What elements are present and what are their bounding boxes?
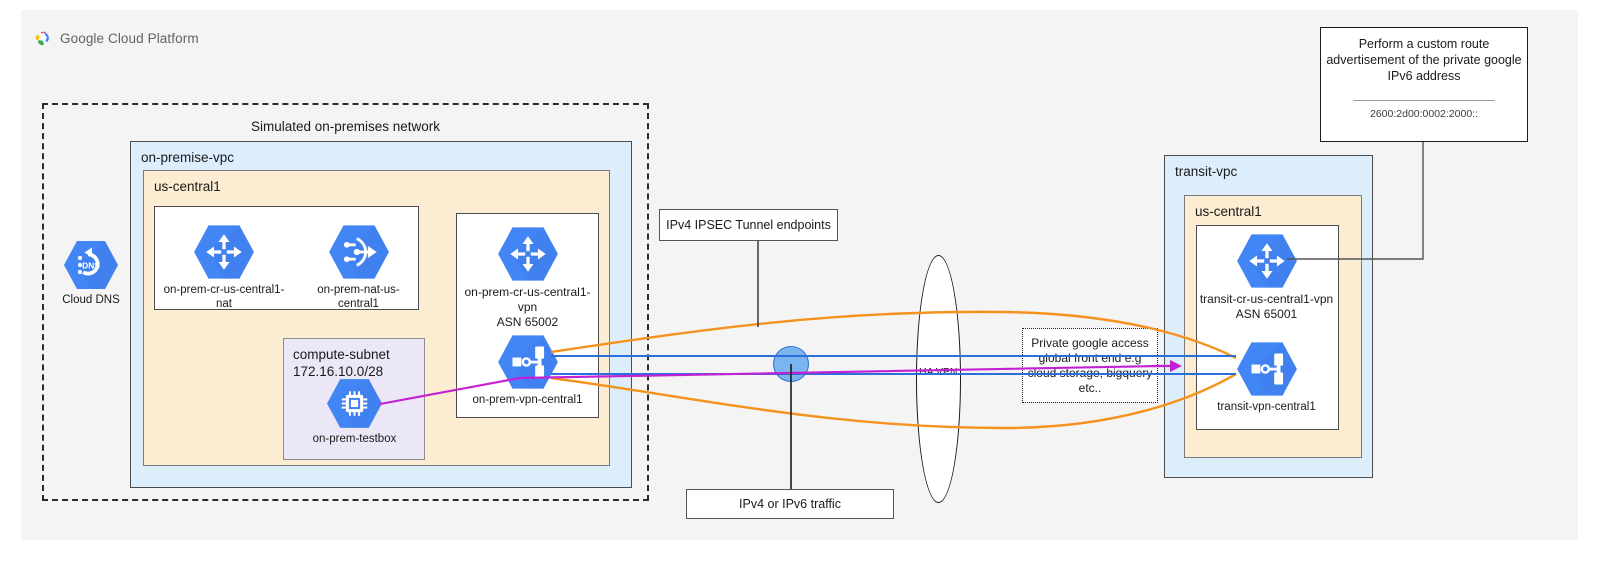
custom-route-line-1: Perform a custom route	[1358, 37, 1490, 51]
google-cloud-platform-logo-icon	[34, 29, 53, 48]
traffic-type-label: IPv4 or IPv6 traffic	[686, 489, 894, 519]
custom-route-line-2: advertisement of the private google	[1326, 53, 1522, 67]
svg-text:DNS: DNS	[82, 261, 100, 271]
transit-vpn-gateway-caption: transit-vpn-central1	[1217, 401, 1316, 413]
on-prem-cr-nat-caption: on-prem-cr-us-central1-nat	[163, 284, 285, 310]
node-transit-cr-vpn[interactable]: transit-cr-us-central1-vpn ASN 65001	[1198, 233, 1335, 322]
compute-subnet-name: compute-subnet	[293, 347, 390, 362]
traffic-type-text: IPv4 or IPv6 traffic	[739, 497, 841, 511]
node-on-prem-nat[interactable]: on-prem-nat-us-central1	[302, 224, 415, 311]
node-on-prem-vpn-gateway[interactable]: on-prem-vpn-central1	[470, 334, 585, 407]
custom-route-address: 2600:2d00:0002:2000::	[1369, 108, 1479, 120]
ha-vpn-ellipse	[916, 255, 961, 503]
on-prem-vpn-gateway-caption: on-prem-vpn-central1	[472, 394, 583, 406]
on-prem-cr-vpn-caption: on-prem-cr-us-central1-vpn ASN 65002	[464, 285, 591, 329]
traffic-endpoint-dot	[773, 346, 809, 382]
cloud-router-icon	[1236, 234, 1297, 288]
simulated-onpremises-network-title: Simulated on-premises network	[250, 119, 441, 134]
on-prem-testbox-caption: on-prem-testbox	[312, 433, 397, 445]
cloud-nat-icon	[328, 225, 389, 279]
private-google-access-note: Private google access global front end e…	[1022, 328, 1158, 403]
ha-vpn-label: HA VPN	[918, 366, 959, 378]
cloud-router-icon	[194, 225, 254, 279]
compute-subnet-cidr: 172.16.10.0/28	[293, 364, 384, 379]
node-cloud-dns[interactable]: DNS Cloud DNS	[54, 240, 128, 307]
cloud-router-icon	[497, 227, 558, 281]
node-transit-vpn-gateway[interactable]: transit-vpn-central1	[1209, 341, 1324, 414]
custom-route-line-3: IPv6 address	[1387, 69, 1461, 83]
custom-route-callout: Perform a custom route advertisement of …	[1320, 27, 1528, 142]
private-google-access-text: Private google access global front end e…	[1027, 335, 1153, 395]
gcp-wordmark: Google Cloud Platform	[60, 30, 199, 46]
transit-region-label: us-central1	[1195, 204, 1262, 219]
node-on-prem-cr-vpn[interactable]: on-prem-cr-us-central1-vpn ASN 65002	[459, 226, 596, 330]
onprem-region-label: us-central1	[154, 179, 221, 194]
node-on-prem-cr-nat[interactable]: on-prem-cr-us-central1-nat	[156, 224, 292, 311]
vpn-gateway-icon	[1236, 342, 1297, 396]
onpremise-vpc-label: on-premise-vpc	[141, 150, 235, 165]
transit-vpc-label: transit-vpc	[1175, 164, 1238, 179]
gcp-header: Google Cloud Platform	[34, 28, 199, 48]
ipsec-tunnel-endpoints-text: IPv4 IPSEC Tunnel endpoints	[666, 218, 831, 232]
ipsec-tunnel-endpoints-label: IPv4 IPSEC Tunnel endpoints	[659, 209, 838, 241]
cloud-dns-icon: DNS	[64, 241, 118, 289]
custom-route-divider	[1353, 100, 1495, 101]
vpn-gateway-icon	[497, 335, 558, 389]
node-on-prem-testbox[interactable]: on-prem-testbox	[303, 378, 406, 446]
on-prem-nat-caption: on-prem-nat-us-central1	[317, 284, 400, 310]
transit-cr-vpn-caption: transit-cr-us-central1-vpn ASN 65001	[1199, 292, 1334, 321]
cloud-dns-caption: Cloud DNS	[62, 294, 120, 306]
compute-engine-icon	[327, 379, 382, 428]
